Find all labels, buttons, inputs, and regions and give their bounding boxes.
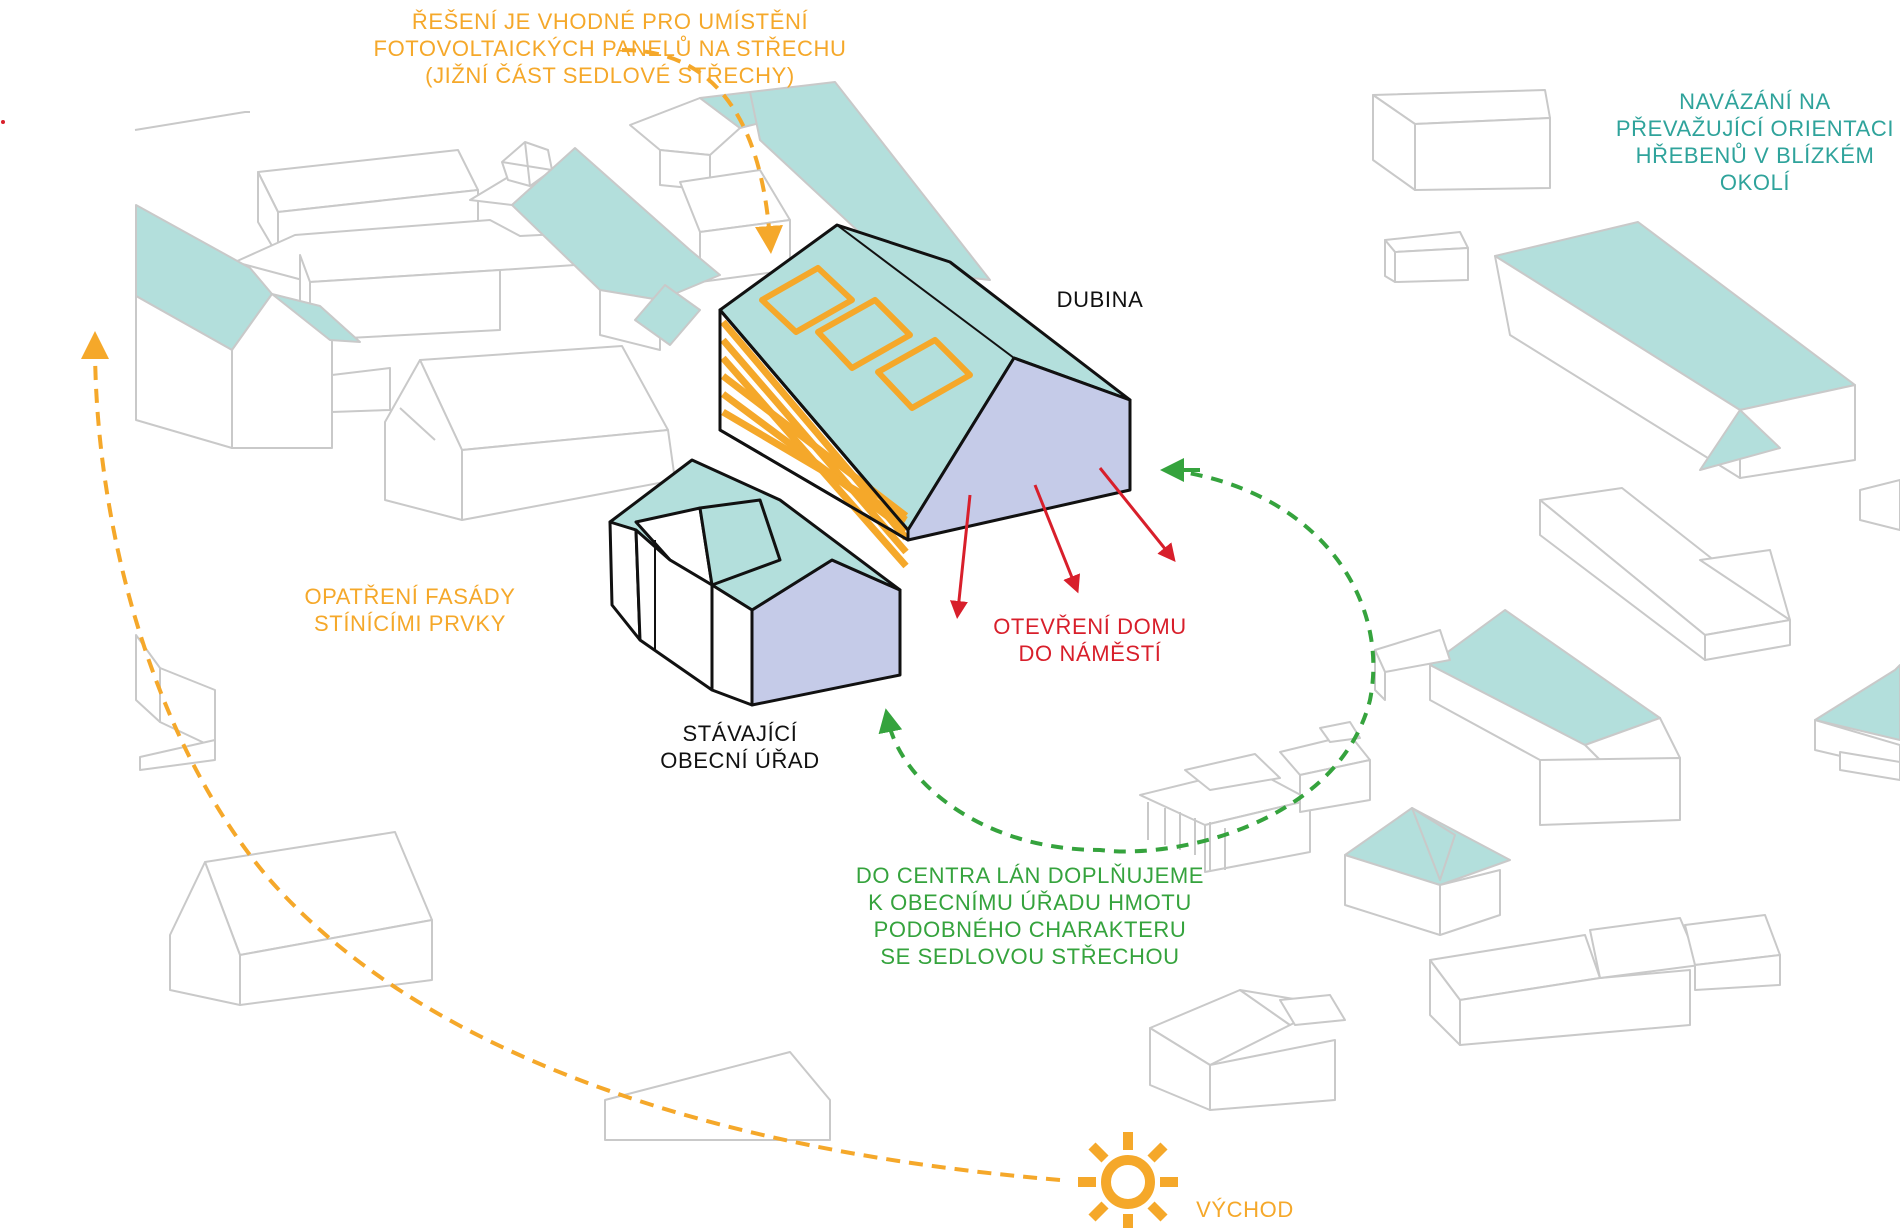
sun-icon xyxy=(1078,1132,1178,1228)
orientation-label-line-2: PŘEVAŽUJÍCÍ ORIENTACI xyxy=(1615,116,1895,141)
solar-panel xyxy=(875,337,973,411)
facade-label-line-1: OPATŘENÍ FASÁDY xyxy=(304,584,516,609)
dubina-label: DUBINA xyxy=(1056,287,1144,312)
orientation-label-line-3: HŘEBENŮ V BLÍZKÉM xyxy=(1635,143,1875,168)
orientation-label-line-1: NAVÁZÁNÍ NA xyxy=(1679,89,1831,114)
orientation-label-line-4: OKOLÍ xyxy=(1719,170,1791,195)
centre-arrow xyxy=(878,468,1376,854)
existing-label-line-2: OBECNÍ ÚŘAD xyxy=(660,748,820,773)
centre-label-line-3: PODOBNÉHO CHARAKTERU xyxy=(873,917,1187,942)
sun-path-arrow xyxy=(81,331,1061,1182)
east-label: VÝCHOD xyxy=(1196,1197,1294,1222)
centre-label-line-1: DO CENTRA LÁN DOPLŇUJEME xyxy=(855,863,1205,888)
solar-panel xyxy=(759,265,855,335)
facade-shading-label: OPATŘENÍ FASÁDY STÍNÍCÍMI PRVKY xyxy=(280,583,540,637)
solar-panels xyxy=(759,265,973,411)
ridge-orientation-label: NAVÁZÁNÍ NA PŘEVAŽUJÍCÍ ORIENTACI HŘEBEN… xyxy=(1610,88,1900,196)
opening-label: OTEVŘENÍ DOMU DO NÁMĚSTÍ xyxy=(990,613,1190,667)
facade-label-line-2: STÍNÍCÍMI PRVKY xyxy=(314,611,506,636)
existing-label-line-1: STÁVAJÍCÍ xyxy=(682,721,798,746)
solar-arrow xyxy=(621,48,783,254)
opening-arrows xyxy=(949,467,1176,619)
solar-label-line-1: ŘEŠENÍ JE VHODNÉ PRO UMÍSTĚNÍ xyxy=(411,9,809,34)
marker-dot xyxy=(1,120,5,124)
context-buildings xyxy=(134,81,1900,1141)
centre-label-line-2: K OBECNÍMU ÚŘADU HMOTU xyxy=(868,890,1192,915)
opening-label-line-1: OTEVŘENÍ DOMU xyxy=(993,614,1187,639)
solar-panel xyxy=(815,297,913,371)
centre-label-line-4: SE SEDLOVOU STŘECHOU xyxy=(880,944,1180,969)
solar-panels-label: ŘEŠENÍ JE VHODNÉ PRO UMÍSTĚNÍ FOTOVOLTAI… xyxy=(370,8,850,89)
existing-town-hall xyxy=(608,458,902,707)
centre-completion-label: DO CENTRA LÁN DOPLŇUJEME K OBECNÍMU ÚŘAD… xyxy=(830,862,1230,970)
opening-label-line-2: DO NÁMĚSTÍ xyxy=(1018,641,1162,666)
solar-label-line-3: (JIŽNÍ ČÁST SEDLOVÉ STŘECHY) xyxy=(425,63,795,88)
dubina-building xyxy=(718,223,1132,569)
solar-label-line-2: FOTOVOLTAICKÝCH PANELŮ NA STŘECHU xyxy=(373,36,847,61)
existing-town-hall-label: STÁVAJÍCÍ OBECNÍ ÚŘAD xyxy=(640,720,840,774)
